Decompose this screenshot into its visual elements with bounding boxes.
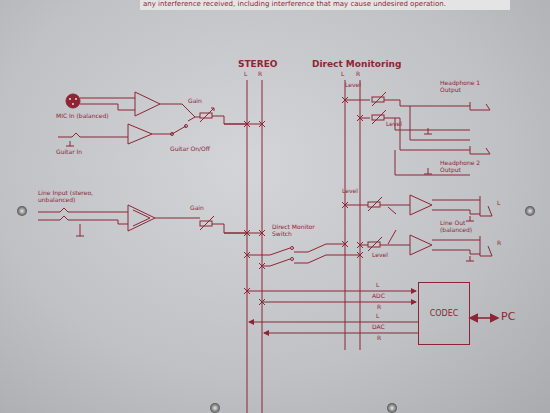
signal-label: Headphone 1 Output bbox=[440, 80, 486, 93]
signal-label: Level bbox=[342, 188, 358, 195]
label-strip bbox=[140, 0, 510, 10]
signal-label: Gain bbox=[188, 98, 202, 105]
signal-label: L bbox=[376, 282, 379, 289]
signal-label: Direct Monitor Switch bbox=[272, 224, 328, 237]
signal-label: Level bbox=[386, 121, 402, 128]
signal-label: R bbox=[356, 71, 360, 78]
signal-label: L bbox=[244, 71, 247, 78]
screws bbox=[17, 206, 535, 413]
signal-label: Level bbox=[372, 252, 388, 259]
codec-box: CODEC bbox=[418, 282, 470, 345]
signal-label: STEREO bbox=[238, 60, 278, 70]
signal-label: L bbox=[376, 313, 379, 320]
signal-label: L bbox=[341, 71, 344, 78]
signal-label: Level bbox=[345, 82, 361, 89]
signal-label: PC bbox=[501, 311, 515, 323]
node-text: CODEC bbox=[430, 309, 459, 318]
signal-label: ADC bbox=[372, 293, 385, 300]
signal-label: Line Out (balanced) bbox=[440, 220, 474, 233]
signal-label: Line Input (stereo, unbalanced) bbox=[38, 190, 108, 203]
circuit bbox=[38, 80, 498, 413]
signal-label: Gain bbox=[190, 205, 204, 212]
signal-label: R bbox=[258, 71, 262, 78]
signal-label: MIC In (balanced) bbox=[56, 113, 109, 120]
signal-label: DAC bbox=[372, 324, 385, 331]
signal-label: R bbox=[497, 240, 501, 247]
signal-label: Guitar In bbox=[56, 149, 82, 156]
notice-text: any interference received, including int… bbox=[143, 1, 446, 9]
signal-label: Guitar On/Off bbox=[170, 146, 210, 153]
signal-label: R bbox=[377, 304, 381, 311]
signal-label: Direct Monitoring bbox=[312, 60, 401, 70]
signal-label: R bbox=[377, 335, 381, 342]
signal-label: Headphone 2 Output bbox=[440, 160, 486, 173]
signal-label: L bbox=[497, 200, 500, 207]
